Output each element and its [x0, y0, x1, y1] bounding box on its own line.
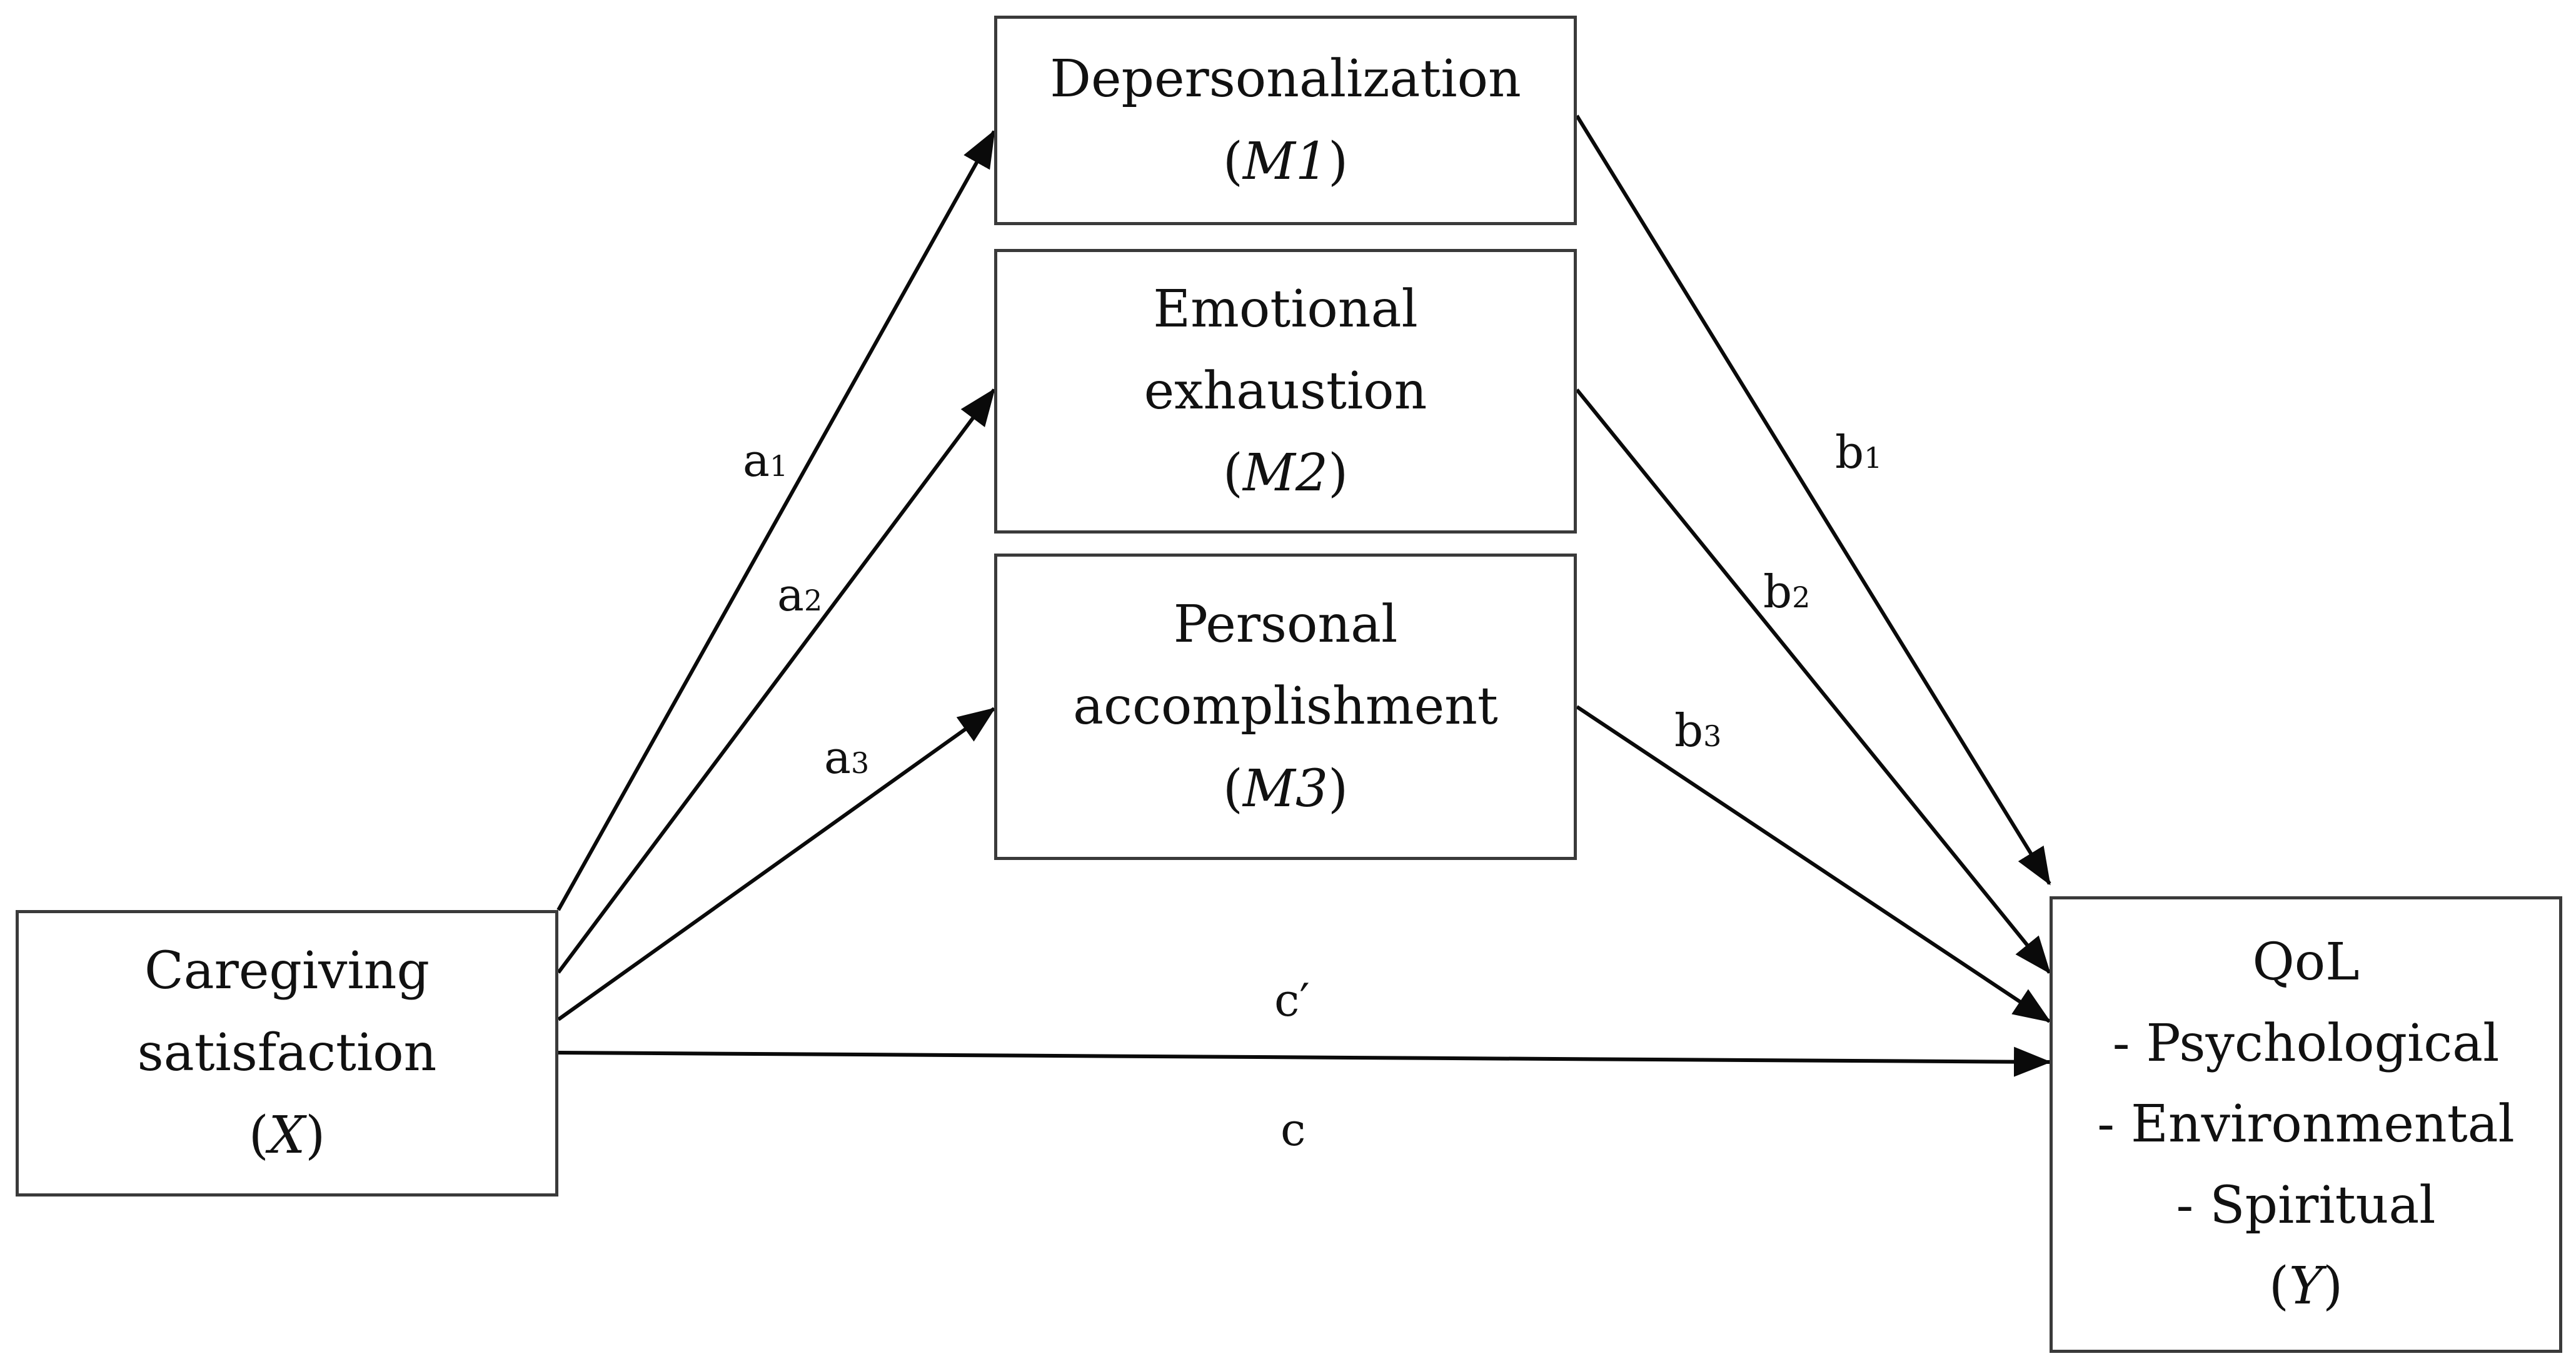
node-m1-variable: (M1) — [1222, 131, 1349, 191]
path-label-b1: b1 — [1835, 426, 1883, 478]
node-x-line1: Caregiving — [144, 941, 430, 1001]
arrow-m3-to-y — [1576, 705, 2051, 1023]
node-m2-line2: exhaustion — [1144, 361, 1427, 421]
node-m2-line1: Emotional — [1153, 279, 1418, 339]
node-y-line3: - Environmental — [2097, 1095, 2515, 1155]
node-x-variable: (X) — [248, 1105, 326, 1165]
node-y-variable: (Y) — [2268, 1257, 2343, 1317]
node-y-line1: QoL — [2252, 933, 2360, 993]
node-qol: QoL - Psychological - Environmental - Sp… — [2050, 896, 2562, 1353]
node-m3-variable: (M3) — [1222, 759, 1349, 819]
arrow-x-to-y-direct — [558, 1046, 2051, 1077]
arrow-x-to-m1 — [556, 129, 996, 911]
path-label-c-prime: c′ — [1274, 974, 1310, 1026]
arrow-x-to-m2 — [556, 388, 996, 974]
node-caregiving-satisfaction: Caregiving satisfaction (X) — [16, 910, 558, 1197]
arrow-x-to-m3 — [557, 707, 996, 1021]
node-personal-accomplishment: Personal accomplishment (M3) — [994, 554, 1577, 860]
node-y-line4: - Spiritual — [2176, 1175, 2436, 1235]
node-y-line2: - Psychological — [2112, 1013, 2500, 1073]
node-m3-line2: accomplishment — [1073, 677, 1498, 737]
path-label-c: c — [1280, 1103, 1306, 1156]
path-label-b2: b2 — [1763, 565, 1811, 618]
node-emotional-exhaustion: Emotional exhaustion (M2) — [994, 249, 1577, 534]
node-m1-line1: Depersonalization — [1050, 49, 1521, 109]
path-label-a1: a1 — [743, 434, 788, 487]
arrow-m1-to-y — [1575, 114, 2051, 886]
node-x-line2: satisfaction — [137, 1023, 437, 1083]
path-label-a3: a3 — [824, 731, 870, 784]
path-label-a2: a2 — [777, 569, 823, 621]
node-m2-variable: (M2) — [1222, 443, 1349, 503]
node-m3-line1: Personal — [1173, 595, 1398, 655]
node-depersonalization: Depersonalization (M1) — [994, 16, 1577, 225]
path-label-b3: b3 — [1674, 704, 1722, 757]
arrow-m2-to-y — [1575, 388, 2051, 974]
